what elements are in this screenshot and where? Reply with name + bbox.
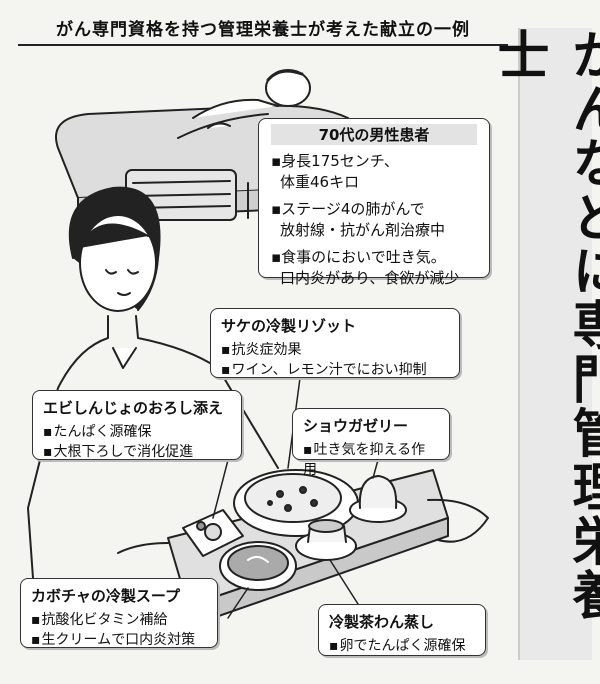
dish-callout-ginger-jelly: ショウガゼリー 吐き気を抑える作用 [292, 408, 450, 478]
patient-info-box: 70代の男性患者 ▪身長175センチ、 体重46キロ ▪ステージ4の肺がんで 放… [258, 118, 490, 287]
dish-point: 卵でたんぱく源確保 [329, 636, 475, 656]
dish-title: ショウガゼリー [303, 417, 409, 435]
pumpkin-soup-icon [219, 541, 297, 591]
patient-item-line: 体重46キロ [280, 173, 360, 191]
dish-callout-shrimp-dumpling: エビしんじょのおろし添え たんぱく源確保 大根下ろしで消化促進 [32, 390, 242, 460]
vertical-headline: がんなどに専門管理栄養士 [488, 28, 600, 660]
dish-title: カボチャの冷製スープ [31, 587, 180, 605]
dish-point: たんぱく源確保 [43, 422, 231, 442]
dish-point: 吐き気を抑える作用 [303, 440, 439, 480]
patient-item-line: 放射線・抗がん剤治療中 [280, 221, 446, 239]
page-header: がん専門資格を持つ管理栄養士が考えた献立の一例 [18, 10, 508, 46]
dish-point: 生クリームで口内炎対策 [31, 630, 207, 650]
dish-title: サケの冷製リゾット [221, 317, 357, 335]
patient-item-line: ▪身長175センチ、 [271, 152, 399, 170]
nurse-figure-icon [27, 186, 279, 649]
patient-item-line: ▪食事のにおいで吐き気。 [271, 248, 446, 266]
patient-item-line: 口内炎があり、食欲が減少 [280, 269, 460, 287]
dish-point: 抗酸化ビタミン補給 [31, 610, 207, 630]
patient-figure-icon [177, 69, 311, 139]
chawanmushi-icon [295, 519, 357, 561]
dish-title: 冷製茶わん蒸し [329, 613, 435, 631]
patient-item-line: ▪ステージ4の肺がんで [271, 200, 425, 218]
patient-title: 70代の男性患者 [271, 124, 477, 145]
dish-callout-pumpkin-soup: カボチャの冷製スープ 抗酸化ビタミン補給 生クリームで口内炎対策 [20, 578, 218, 648]
dish-point: 大根下ろしで消化促進 [43, 442, 231, 462]
dish-callout-chawanmushi: 冷製茶わん蒸し 卵でたんぱく源確保 [318, 604, 486, 656]
dish-title: エビしんじょのおろし添え [43, 399, 224, 417]
header-title: がん専門資格を持つ管理栄養士が考えた献立の一例 [56, 19, 470, 40]
headline-text: がんなどに専門管理栄養士 [488, 28, 600, 622]
dish-callout-salmon-risotto: サケの冷製リゾット 抗炎症効果 ワイン、レモン汁でにおい抑制 [210, 308, 460, 378]
dish-point: 抗炎症効果 [221, 340, 449, 360]
dish-point: ワイン、レモン汁でにおい抑制 [221, 360, 449, 380]
shrimp-dish-icon [182, 509, 244, 557]
